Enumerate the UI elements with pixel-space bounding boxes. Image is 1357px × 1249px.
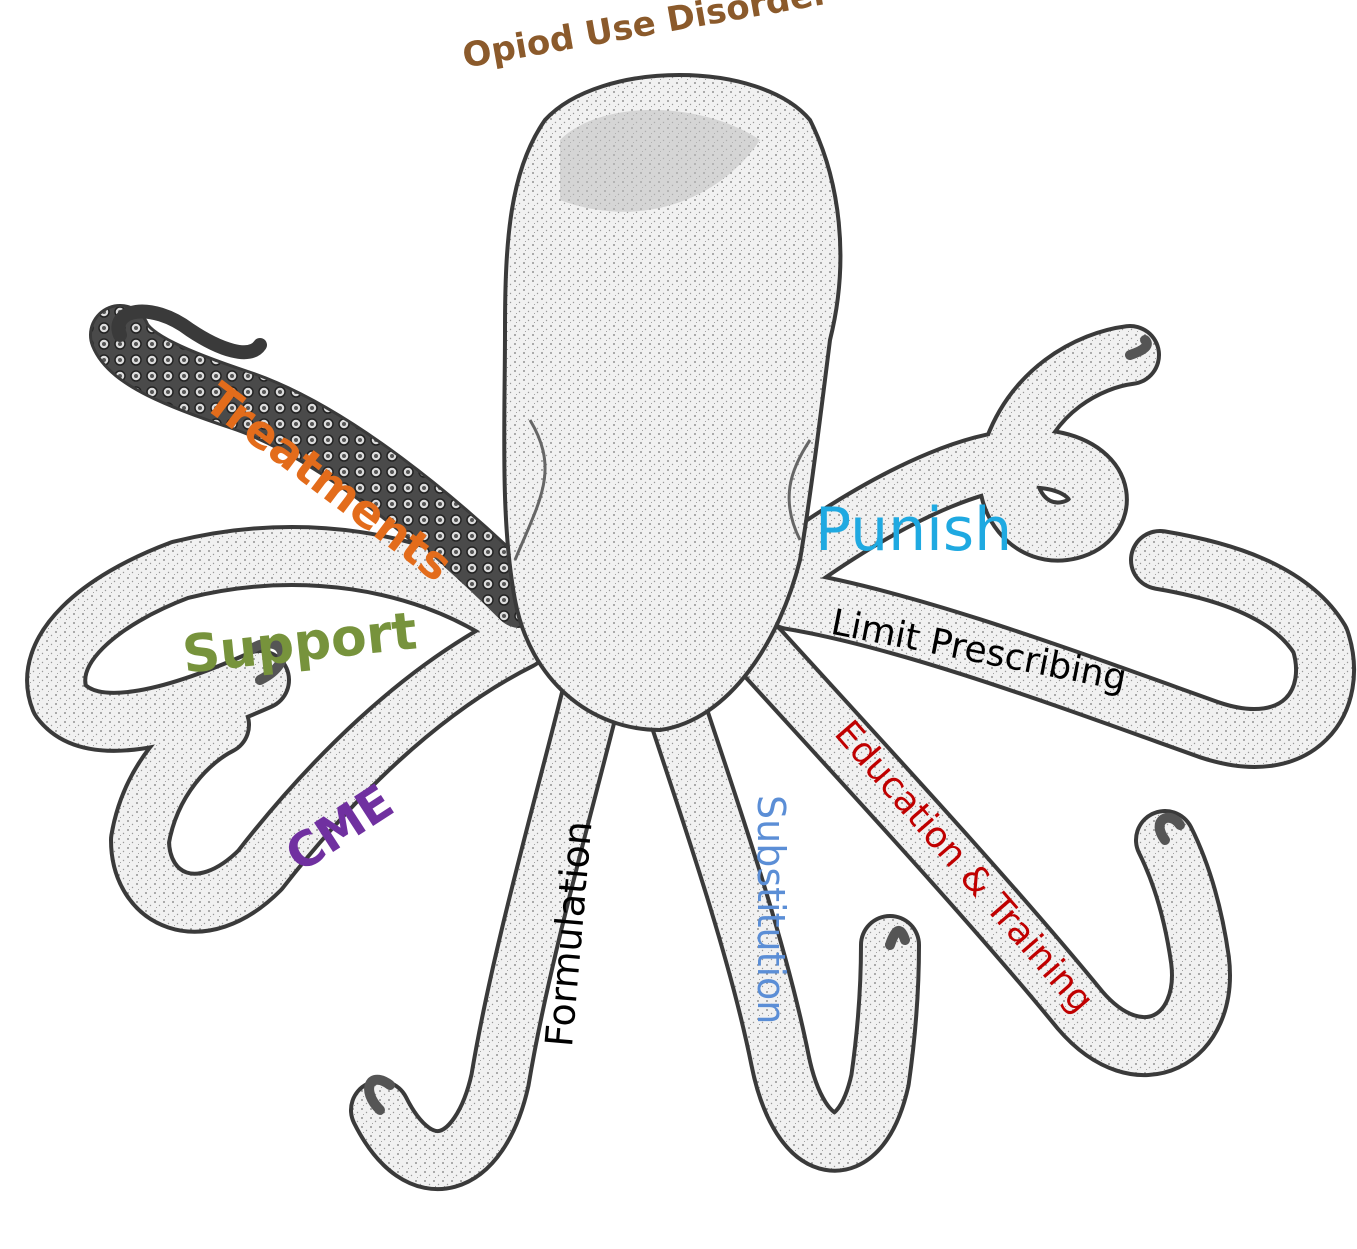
arm-label-substitution: Substitution (752, 795, 790, 1024)
arm-label-punish: Punish (815, 500, 1012, 560)
